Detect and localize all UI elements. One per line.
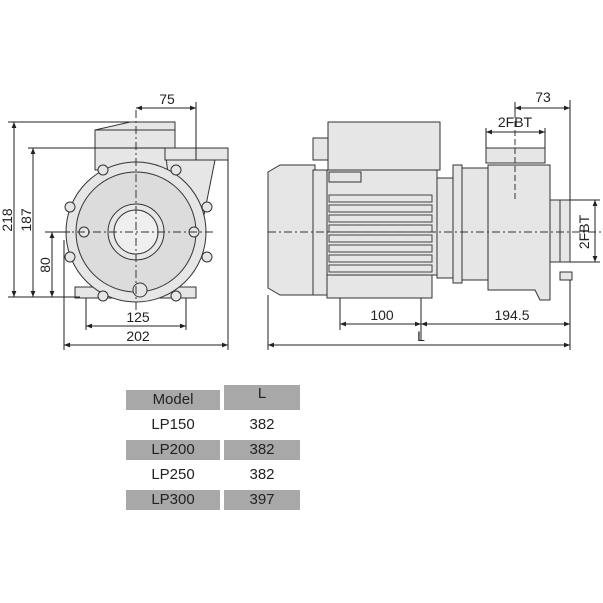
front-view [45, 110, 229, 310]
length-cell: 382 [224, 440, 300, 460]
table-header: Model L [126, 385, 304, 410]
header-l: L [224, 385, 300, 410]
model-cell: LP200 [126, 440, 220, 460]
side-view [267, 112, 603, 301]
dim-73: 73 [535, 89, 551, 105]
dim-125: 125 [126, 309, 150, 325]
length-cell: 382 [249, 466, 275, 483]
dim-218: 218 [0, 208, 15, 232]
dim-2fbt-top: 2FBT [498, 114, 533, 130]
model-cell: LP150 [151, 416, 195, 433]
table-row: LP150 382 [126, 415, 304, 435]
model-cell: LP250 [151, 466, 195, 483]
table-row: LP250 382 [126, 465, 304, 485]
dim-202: 202 [126, 328, 150, 344]
model-cell: LP300 [126, 490, 220, 510]
dim-75: 75 [159, 91, 175, 107]
header-model: Model [126, 390, 220, 410]
dim-L: L [417, 328, 425, 344]
table-row: LP200 382 [126, 440, 304, 460]
length-cell: 382 [249, 416, 275, 433]
length-cell: 397 [224, 490, 300, 510]
dim-194-5: 194.5 [494, 307, 529, 323]
front-view-dimension-lines [8, 102, 229, 350]
model-length-table: Model L LP150 382 LP200 382 LP250 382 LP… [126, 385, 304, 515]
dim-80: 80 [37, 257, 53, 273]
table-row: LP300 397 [126, 490, 304, 510]
side-view-dimension-lines [267, 100, 600, 350]
dim-100: 100 [370, 307, 394, 323]
dim-187: 187 [18, 208, 34, 232]
dim-2fbt-side: 2FBT [576, 214, 592, 249]
